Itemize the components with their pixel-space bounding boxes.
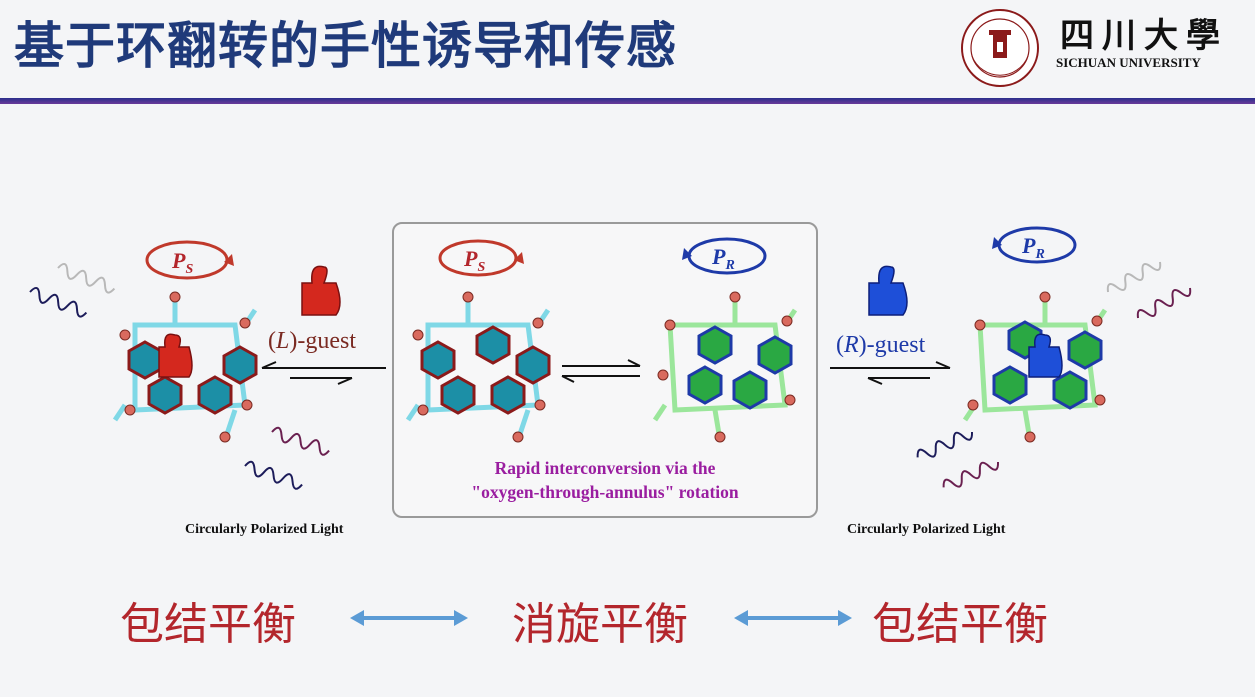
right-equilibrium-arrows <box>830 361 951 385</box>
slide-title: 基于环翻转的手性诱导和传感 <box>14 17 677 75</box>
thumbs-up-blue-icon <box>868 265 908 316</box>
center-equilibrium-arrows <box>561 359 641 383</box>
bottom-right-double-arrow <box>734 610 852 626</box>
center-pr-label: PR <box>711 244 735 273</box>
left-ps-label: PS <box>171 248 193 277</box>
right-pr-label: PR <box>1021 233 1045 262</box>
bottom-label-left: 包结平衡 <box>120 599 296 650</box>
center-left-macrocycle <box>405 291 551 443</box>
bottom-label-middle: 消旋平衡 <box>512 599 688 650</box>
bottom-label-right: 包结平衡 <box>872 599 1048 650</box>
rotation-caption: Rapid interconversion via the "oxygen-th… <box>394 456 816 504</box>
title-divider <box>0 98 1255 104</box>
left-ps-rotation-icon <box>145 240 234 280</box>
center-pr-rotation-icon <box>682 237 767 275</box>
university-name-en: SICHUAN UNIVERSITY <box>1056 55 1201 70</box>
right-pr-rotation-icon <box>992 226 1077 264</box>
thumbs-up-red-icon <box>301 265 341 316</box>
left-macrocycle <box>112 291 258 443</box>
caption-line-1: Rapid interconversion via the <box>494 458 716 478</box>
center-right-macrocycle <box>652 291 798 443</box>
caption-line-2: "oxygen-through-annulus" rotation <box>471 482 739 502</box>
center-ps-rotation-icon <box>438 239 524 277</box>
university-name-cn: 四川大學 <box>1060 16 1228 56</box>
right-guest-label: (R)-guest <box>836 332 926 358</box>
left-cpl-caption: Circularly Polarized Light <box>185 522 344 537</box>
right-cpl-caption: Circularly Polarized Light <box>847 522 1006 537</box>
left-guest-label: (L)-guest <box>268 328 357 354</box>
right-macrocycle <box>962 291 1108 443</box>
bottom-left-double-arrow <box>350 610 468 626</box>
center-ps-label: PS <box>463 246 485 275</box>
left-equilibrium-arrows <box>261 361 386 385</box>
university-seal-logo <box>961 9 1039 87</box>
